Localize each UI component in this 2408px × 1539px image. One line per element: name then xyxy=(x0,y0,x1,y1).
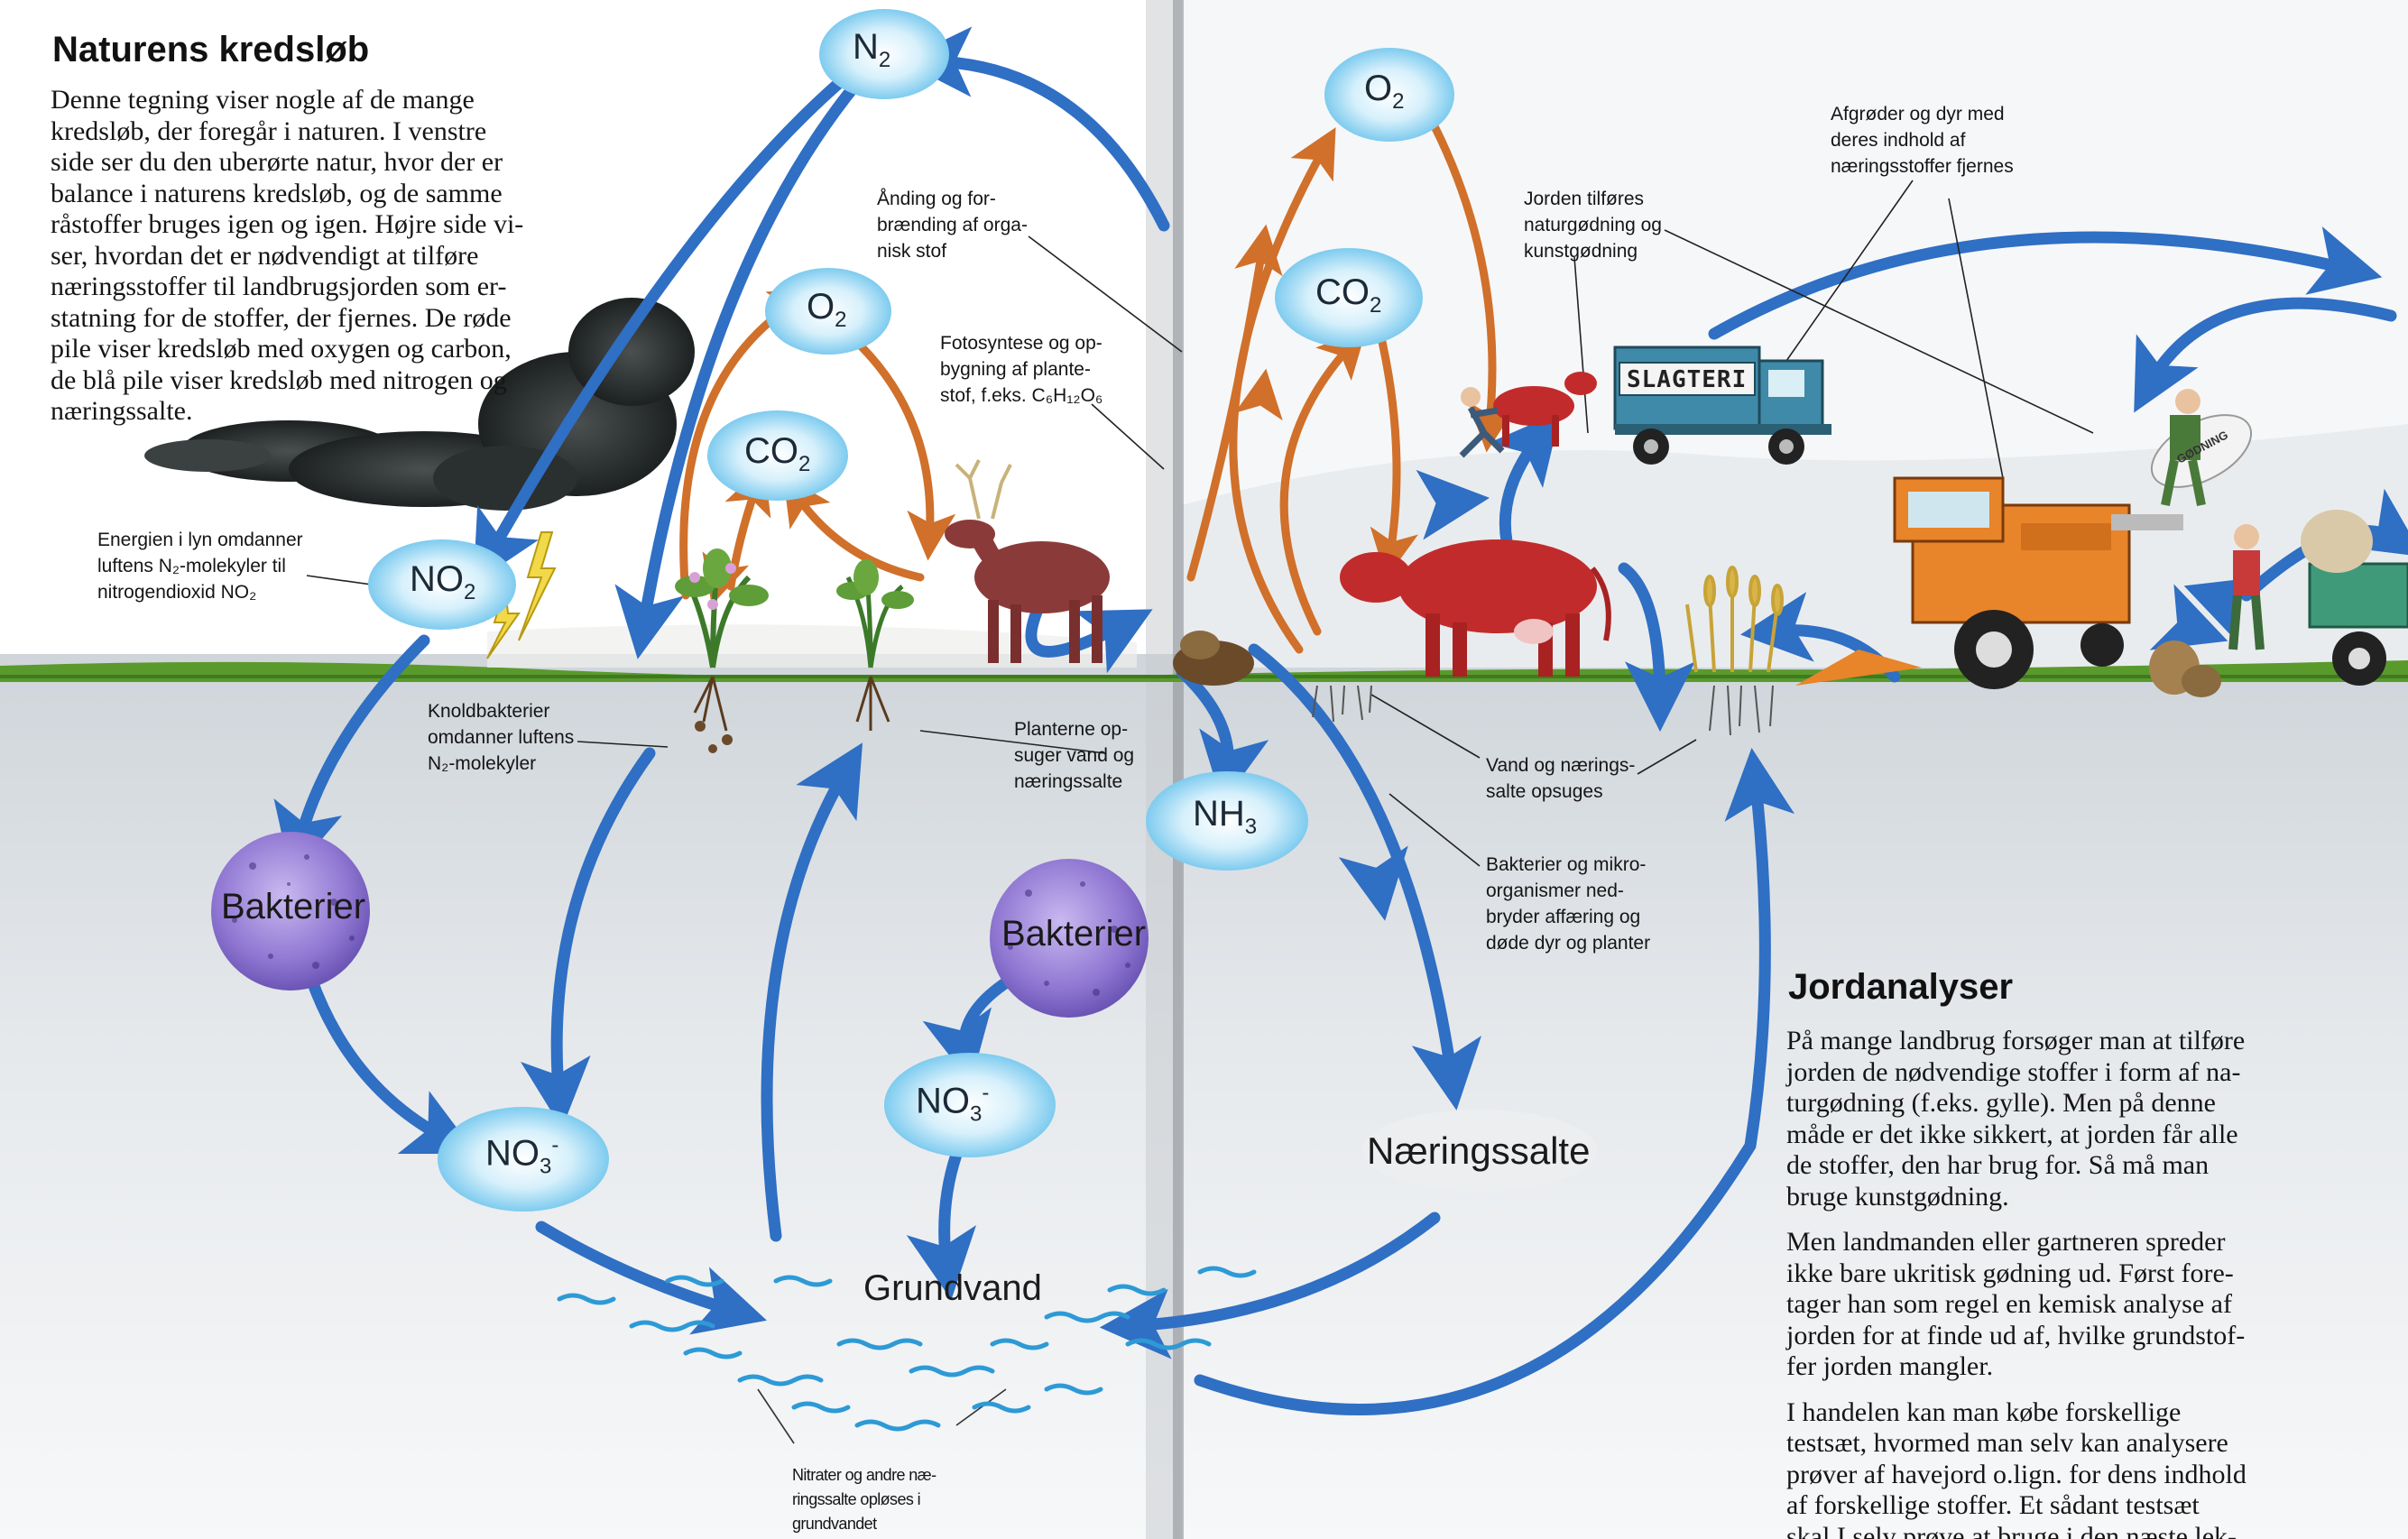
annotation-lightning: Energien i lyn omdanner luftens N₂-molek… xyxy=(97,527,303,605)
annotation-line: Ånding og for- xyxy=(877,186,1028,212)
annotation-jorden: Jorden tilføres naturgødning og kunstgød… xyxy=(1524,186,1662,264)
annotation-line: bygning af plante- xyxy=(940,356,1103,382)
paragraph: I handelen kan man købe forskellige test… xyxy=(1786,1397,2315,1539)
co2-left-label: CO2 xyxy=(744,431,810,477)
annotation-line: Bakterier og mikro- xyxy=(1486,852,1650,878)
annotation-line: salte opsuges xyxy=(1486,779,1635,805)
intro-line: kredsløb, der foregår i naturen. I venst… xyxy=(51,116,581,148)
intro-line: pile viser kredsløb med oxygen og carbon… xyxy=(51,334,581,365)
paragraph: Men landmanden eller gartneren spreder i… xyxy=(1786,1227,2315,1383)
annotation-line: nitrogendioxid NO₂ xyxy=(97,579,303,605)
bakterier-mid-label: Bakterier xyxy=(997,914,1150,954)
body-line: af forskellige stoffer. Et sådant testsæ… xyxy=(1786,1490,2315,1522)
annotation-nitrater: Nitrater og andre næ- ringssalte opløses… xyxy=(792,1463,936,1536)
page-gutter-line xyxy=(1173,0,1184,1539)
annotation-line: kunstgødning xyxy=(1524,238,1662,264)
body-line: jorden de nødvendige stoffer i form af n… xyxy=(1786,1057,2315,1089)
annotation-knold: Knoldbakterier omdanner luftens N₂-molek… xyxy=(428,698,574,777)
intro-line: ser, hvordan det er nødvendigt at tilfør… xyxy=(51,241,581,272)
body-line: skal I selv prøve at bruge i den næste l… xyxy=(1786,1522,2315,1539)
intro-line: næringssalte. xyxy=(51,396,581,428)
annotation-line: Vand og nærings- xyxy=(1486,752,1635,779)
intro-line: statning for de stoffer, der fjernes. De… xyxy=(51,303,581,335)
o2-left-label: O2 xyxy=(807,287,846,333)
annotation-line: deres indhold af xyxy=(1831,127,2014,153)
annotation-vand: Vand og nærings- salte opsuges xyxy=(1486,752,1635,805)
body-line: I handelen kan man købe forskellige xyxy=(1786,1397,2315,1429)
annotation-line: stof, f.eks. C₆H₁₂O₆ xyxy=(940,382,1103,409)
body-line: jorden for at finde ud af, hvilke grunds… xyxy=(1786,1321,2315,1352)
body-line: testsæt, hvormed man selv kan analysere xyxy=(1786,1428,2315,1460)
annotation-line: ringssalte opløses i xyxy=(792,1488,936,1512)
annotation-line: døde dyr og planter xyxy=(1486,930,1650,956)
annotation-line: bryder affæring og xyxy=(1486,904,1650,930)
no2-label: NO2 xyxy=(410,559,475,605)
annotation-line: Nitrater og andre næ- xyxy=(792,1463,936,1488)
o2-top-label: O2 xyxy=(1364,69,1404,115)
paragraph: På mange landbrug forsøger man at tilfør… xyxy=(1786,1026,2315,1212)
body-line: tager han som regel en kemisk analyse af xyxy=(1786,1289,2315,1321)
annotation-line: Fotosyntese og op- xyxy=(940,330,1103,356)
annotation-line: Jorden tilføres xyxy=(1524,186,1662,212)
nh3-label: NH3 xyxy=(1193,794,1257,840)
body-line: På mange landbrug forsøger man at tilfør… xyxy=(1786,1026,2315,1057)
intro-line: Denne tegning viser nogle af de mange xyxy=(51,85,581,116)
annotation-line: nisk stof xyxy=(877,238,1028,264)
intro-line: side ser du den uberørte natur, hvor der… xyxy=(51,147,581,179)
annotation-bakterier: Bakterier og mikro- organismer ned- bryd… xyxy=(1486,852,1650,956)
no3-mid-label: NO3- xyxy=(916,1081,989,1127)
n2-label: N2 xyxy=(853,27,890,73)
right-body-text: På mange landbrug forsøger man at tilfør… xyxy=(1786,1026,2315,1539)
annotation-line: organismer ned- xyxy=(1486,878,1650,904)
body-line: måde er det ikke sikkert, at jorden får … xyxy=(1786,1120,2315,1151)
annotation-line: N₂-molekyler xyxy=(428,751,574,777)
body-line: de stoffer, den har brug for. Så må man xyxy=(1786,1150,2315,1182)
co2-right-label: CO2 xyxy=(1315,272,1381,318)
annotation-aanding: Ånding og for- brænding af orga- nisk st… xyxy=(877,186,1028,264)
body-line: fer jorden mangler. xyxy=(1786,1351,2315,1383)
body-line: ikke bare ukritisk gødning ud. Først for… xyxy=(1786,1258,2315,1290)
intro-line: de blå pile viser kredsløb med nitrogen … xyxy=(51,365,581,397)
annotation-line: suger vand og xyxy=(1014,742,1134,769)
annotation-line: næringssalte xyxy=(1014,769,1134,795)
no3-left-label: NO3- xyxy=(485,1133,558,1179)
annotation-line: omdanner luftens xyxy=(428,724,574,751)
annotation-line: naturgødning og xyxy=(1524,212,1662,238)
right-title: Jordanalyser xyxy=(1788,967,2013,1008)
body-line: turgødning (f.eks. gylle). Men på denne xyxy=(1786,1088,2315,1120)
left-intro-text: Denne tegning viser nogle af de mange kr… xyxy=(51,85,581,428)
intro-line: balance i naturens kredsløb, og de samme xyxy=(51,179,581,210)
annotation-line: luftens N₂-molekyler til xyxy=(97,553,303,579)
annotation-fotosyntese: Fotosyntese og op- bygning af plante- st… xyxy=(940,330,1103,409)
annotation-line: brænding af orga- xyxy=(877,212,1028,238)
annotation-line: Energien i lyn omdanner xyxy=(97,527,303,553)
bakterier-left-label: Bakterier xyxy=(217,887,370,927)
annotation-line: Knoldbakterier xyxy=(428,698,574,724)
truck-sign: SLAGTERI xyxy=(1627,366,1747,393)
annotation-line: næringsstoffer fjernes xyxy=(1831,153,2014,180)
annotation-line: Afgrøder og dyr med xyxy=(1831,101,2014,127)
annotation-line: Planterne op- xyxy=(1014,716,1134,742)
annotation-planterne: Planterne op- suger vand og næringssalte xyxy=(1014,716,1134,795)
annotation-afgroder: Afgrøder og dyr med deres indhold af nær… xyxy=(1831,101,2014,180)
body-line: bruge kunstgødning. xyxy=(1786,1182,2315,1213)
naeringssalte-label: Næringssalte xyxy=(1367,1129,1590,1173)
intro-line: råstoffer bruges igen og igen. Højre sid… xyxy=(51,209,581,241)
intro-line: næringsstoffer til landbrugsjorden som e… xyxy=(51,272,581,303)
body-line: prøver af havejord o.lign. for dens indh… xyxy=(1786,1460,2315,1491)
grundvand-label: Grundvand xyxy=(863,1268,1042,1309)
body-line: Men landmanden eller gartneren spreder xyxy=(1786,1227,2315,1258)
left-title: Naturens kredsløb xyxy=(52,30,369,70)
annotation-line: grundvandet xyxy=(792,1512,936,1536)
